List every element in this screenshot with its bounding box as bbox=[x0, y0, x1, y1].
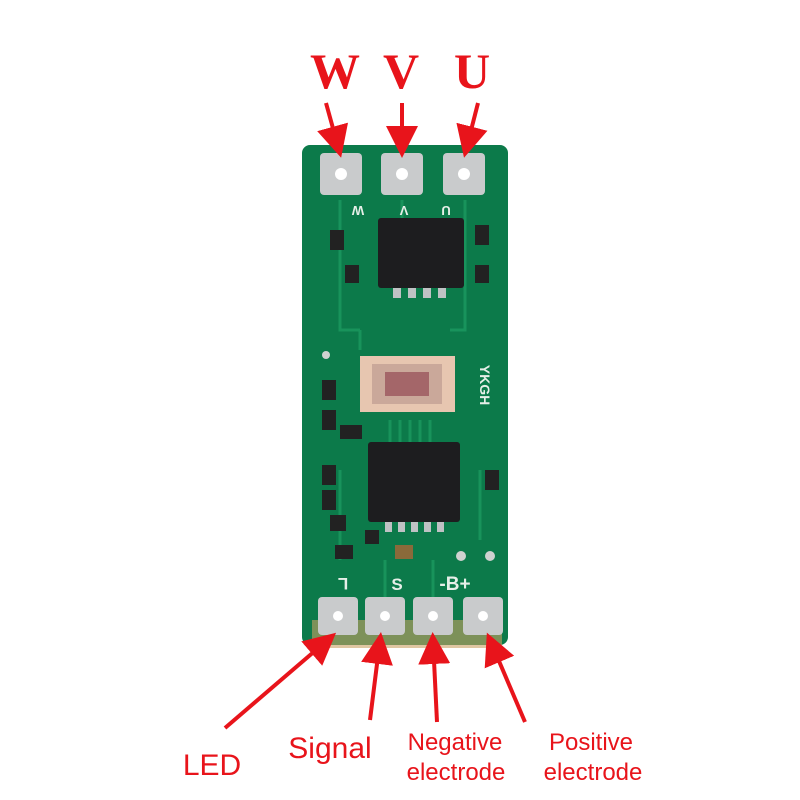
arrow-positive bbox=[484, 632, 527, 723]
label-positive-line2: electrode bbox=[544, 759, 643, 786]
label-negative-line1: Negative bbox=[408, 729, 503, 756]
label-v: V bbox=[383, 43, 419, 99]
silk-s: S bbox=[391, 575, 402, 594]
silk-brand: YKGH bbox=[477, 365, 493, 405]
arrow-signal bbox=[361, 632, 393, 721]
arrow-u bbox=[456, 102, 488, 158]
silk-u: U bbox=[441, 203, 450, 218]
silk-v: V bbox=[399, 203, 408, 218]
label-positive-line1: Positive bbox=[549, 729, 633, 756]
top-pads bbox=[320, 153, 485, 195]
label-signal: Signal bbox=[288, 732, 371, 765]
label-negative-line2: electrode bbox=[407, 759, 506, 786]
silk-w: W bbox=[351, 203, 364, 218]
label-u: U bbox=[454, 43, 490, 99]
bottom-pads bbox=[318, 597, 503, 635]
arrow-led bbox=[223, 632, 337, 730]
pcb-board: W V U L S -B+ YKGH bbox=[302, 145, 508, 648]
arrow-negative bbox=[418, 632, 451, 723]
annotation-arrows bbox=[223, 102, 527, 730]
driver-chip-bottom bbox=[368, 442, 460, 522]
arrow-w bbox=[317, 102, 349, 158]
label-w: W bbox=[310, 43, 360, 99]
silk-b: -B+ bbox=[439, 574, 470, 595]
label-led: LED bbox=[183, 749, 241, 782]
silk-l: L bbox=[338, 574, 348, 593]
mosfet-chip-top bbox=[378, 218, 464, 288]
